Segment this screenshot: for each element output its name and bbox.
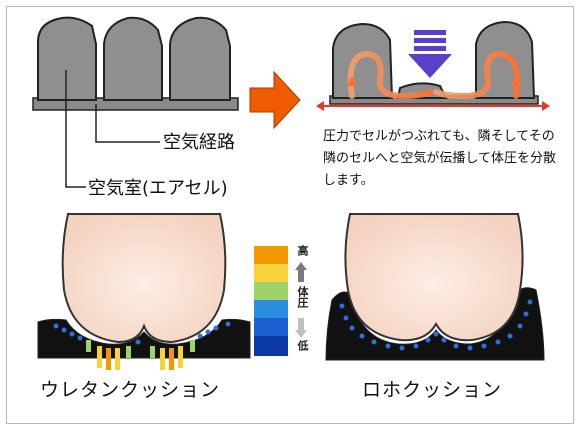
pressure-dot bbox=[523, 311, 529, 317]
leader-line-air-path bbox=[95, 104, 160, 143]
pressure-dot bbox=[527, 299, 533, 305]
pressure-dot bbox=[77, 335, 83, 341]
pressure-dot bbox=[69, 331, 75, 337]
swirl-arrowhead-icon bbox=[511, 76, 521, 86]
pressure-bar-mid bbox=[190, 340, 195, 352]
pressure-dot bbox=[467, 345, 473, 351]
pressure-bar-mid bbox=[150, 346, 155, 358]
air-cells-compressed bbox=[316, 20, 550, 111]
roho-cushion-diagram bbox=[325, 213, 545, 361]
pressure-dot bbox=[399, 345, 405, 351]
pressure-dot bbox=[453, 343, 459, 349]
pressure-dot bbox=[135, 339, 141, 345]
legend-down-arrow-icon bbox=[295, 318, 307, 338]
pressure-dot bbox=[213, 325, 219, 331]
pressure-bar-high bbox=[169, 348, 174, 370]
pressure-dot bbox=[205, 329, 211, 335]
legend-swatch bbox=[254, 282, 288, 300]
legend-low-label: 低 bbox=[296, 340, 309, 351]
pressure-dot bbox=[53, 323, 59, 329]
pressure-dot bbox=[441, 337, 447, 343]
swirl-arrowhead-icon bbox=[347, 76, 357, 86]
pressure-bar bbox=[414, 38, 446, 43]
pressure-bar-high bbox=[178, 346, 183, 368]
pressure-dot bbox=[225, 321, 231, 327]
pressure-dot bbox=[371, 339, 377, 345]
pressure-bar-high bbox=[160, 348, 165, 370]
legend-high-label: 高 bbox=[296, 245, 309, 256]
pressure-dot bbox=[359, 333, 365, 339]
air-path-label: 空気経路 bbox=[163, 132, 235, 153]
pressure-dot bbox=[507, 333, 513, 339]
pressure-dot bbox=[339, 303, 345, 309]
pressure-legend bbox=[254, 246, 307, 356]
leader-line-air-chamber bbox=[65, 70, 86, 188]
pressure-bar-mid bbox=[126, 346, 131, 358]
pressure-bar bbox=[414, 46, 446, 51]
pressure-dot bbox=[349, 325, 355, 331]
pressure-dot bbox=[481, 343, 487, 349]
legend-swatch bbox=[254, 300, 288, 318]
legend-swatch bbox=[254, 318, 288, 336]
pressure-dot bbox=[385, 343, 391, 349]
pressure-down-arrow-icon bbox=[408, 54, 452, 78]
air-cells-normal bbox=[32, 16, 239, 188]
pressure-bar bbox=[414, 30, 446, 35]
air-cell bbox=[169, 16, 231, 101]
pressure-dot bbox=[425, 337, 431, 343]
transition-arrow-icon bbox=[249, 70, 301, 130]
legend-swatch bbox=[254, 246, 288, 264]
pressure-dot bbox=[433, 331, 439, 337]
description-text: 圧力でセルがつぶれても、隣そしてその隣のセルへと空気が伝播して体圧を分散します。 bbox=[323, 129, 556, 188]
roho-caption: ロホクッション bbox=[362, 379, 503, 401]
pressure-dot bbox=[343, 315, 349, 321]
legend-swatch bbox=[254, 336, 288, 356]
legend-up-arrow-icon bbox=[295, 262, 307, 282]
flow-arrow-left-icon bbox=[316, 101, 324, 111]
buttocks-shape bbox=[344, 213, 524, 342]
air-chamber-label: 空気室(エアセル) bbox=[88, 178, 228, 199]
buttocks-shape bbox=[61, 213, 227, 344]
pressure-bar-high bbox=[115, 348, 120, 370]
pressure-dot bbox=[61, 327, 67, 333]
legend-swatch bbox=[254, 264, 288, 282]
air-flow-swirl bbox=[347, 50, 433, 100]
pressure-dot bbox=[197, 333, 203, 339]
pressure-bar-mid bbox=[86, 340, 91, 352]
legend-middle-label: 体圧 bbox=[296, 286, 309, 308]
pressure-dot bbox=[413, 343, 419, 349]
air-flow-swirl bbox=[433, 50, 521, 100]
urethane-cushion-diagram bbox=[37, 213, 251, 370]
pressure-bar-high bbox=[97, 346, 102, 368]
pressure-dot bbox=[495, 339, 501, 345]
pressure-dot bbox=[517, 323, 523, 329]
air-cell bbox=[103, 16, 163, 101]
flow-arrow-right-icon bbox=[542, 101, 550, 111]
urethane-caption: ウレタンクッション bbox=[40, 379, 221, 401]
air-cell bbox=[37, 16, 97, 101]
pressure-bar-high bbox=[106, 348, 111, 370]
